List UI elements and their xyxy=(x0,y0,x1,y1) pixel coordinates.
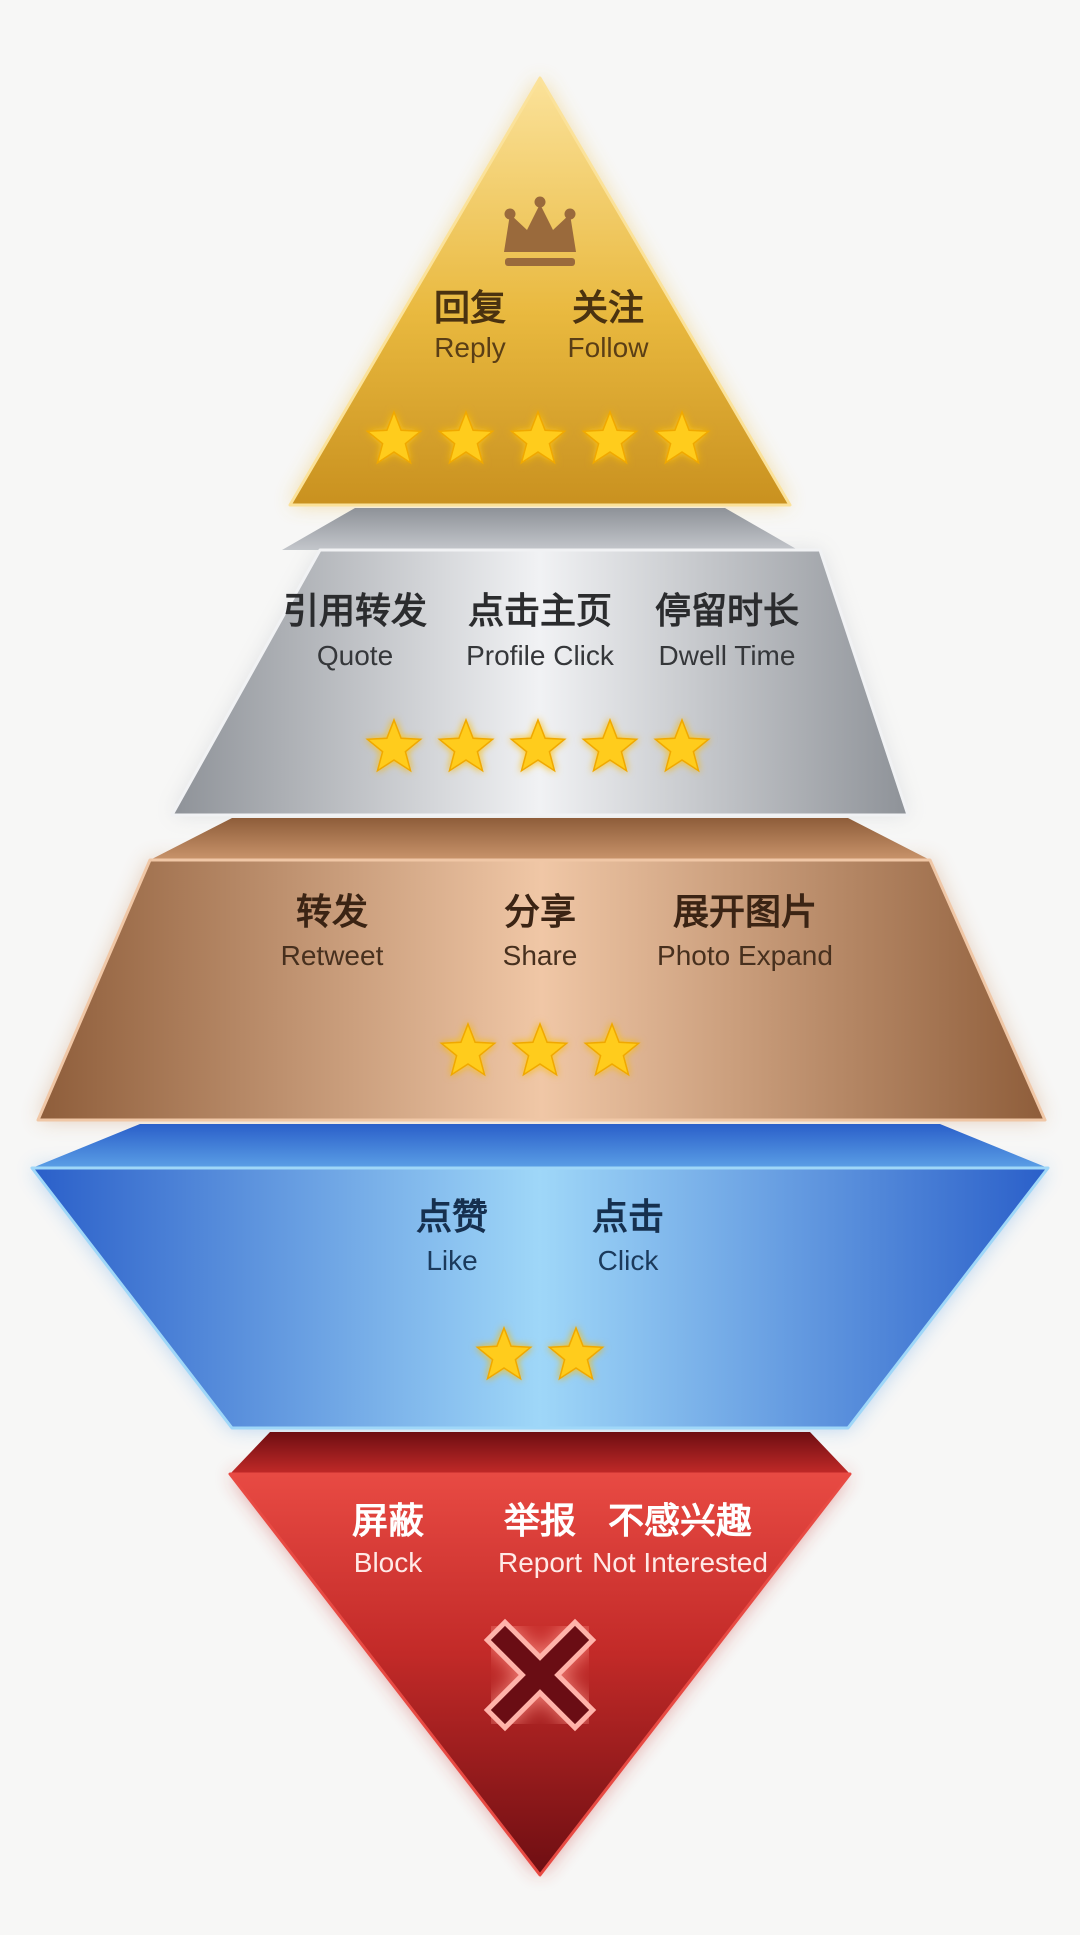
tier-blue-label-en-1: Click xyxy=(598,1245,660,1276)
tier-red-label-zh-0: 屏蔽 xyxy=(352,1501,425,1542)
crown-icon xyxy=(504,196,576,266)
tier-bronze-star-icon xyxy=(583,1021,641,1077)
tier-red-top-face xyxy=(230,1432,850,1474)
tier-blue-front-face xyxy=(30,1166,1050,1430)
cross-icon xyxy=(483,1618,597,1732)
tier-bronze-label-en-0: Retweet xyxy=(281,940,384,971)
tier-blue xyxy=(30,1124,1050,1430)
tier-gold-label-en-1: Follow xyxy=(568,332,650,363)
tier-silver-star-icon xyxy=(437,717,495,773)
tier-silver-star-icon xyxy=(365,717,423,773)
tier-gold-label-en-0: Reply xyxy=(434,332,506,363)
tier-silver-label-en-0: Quote xyxy=(317,640,393,671)
tier-silver-label-zh-1: 点击主页 xyxy=(468,591,612,632)
tier-bronze xyxy=(36,818,1047,1122)
tier-bronze-label-zh-1: 分享 xyxy=(504,892,576,933)
tier-silver-front-face xyxy=(170,548,910,817)
tier-blue-label-zh-1: 点击 xyxy=(592,1197,664,1238)
tier-red-label-en-1: Report xyxy=(498,1547,582,1578)
tier-red xyxy=(228,1432,852,1877)
tier-blue-star-icon xyxy=(547,1325,605,1381)
tier-gold-star-icon xyxy=(509,409,567,465)
tier-red-label-zh-2: 不感兴趣 xyxy=(608,1501,752,1542)
tier-bronze-label-zh-2: 展开图片 xyxy=(673,892,817,933)
tier-gold-front-face xyxy=(288,76,792,507)
tier-bronze-star-icon xyxy=(439,1021,497,1077)
tier-red-label-en-0: Block xyxy=(354,1547,423,1578)
tier-gold-label-zh-0: 回复 xyxy=(434,288,506,329)
tier-gold-star-icon xyxy=(653,409,711,465)
tier-silver-star-icon xyxy=(509,717,567,773)
tier-silver xyxy=(170,508,910,817)
tier-blue-label-en-0: Like xyxy=(426,1245,477,1276)
tier-bronze-top-face xyxy=(150,818,930,860)
tier-bronze-label-en-1: Share xyxy=(503,940,578,971)
tier-blue-top-face xyxy=(32,1124,1048,1168)
tier-silver-star-icon xyxy=(653,717,711,773)
tier-silver-label-zh-2: 停留时长 xyxy=(655,591,799,632)
tier-silver-label-en-1: Profile Click xyxy=(466,640,615,671)
tier-bronze-star-icon xyxy=(511,1021,569,1077)
tier-gold-star-icon xyxy=(365,409,423,465)
tier-gold xyxy=(288,76,792,507)
tier-blue-star-icon xyxy=(475,1325,533,1381)
tier-silver-top-face xyxy=(282,508,798,550)
tier-shapes xyxy=(30,76,1050,1877)
tier-bronze-front-face xyxy=(36,858,1047,1122)
tier-bronze-label-en-2: Photo Expand xyxy=(657,940,833,971)
tier-red-label-zh-1: 举报 xyxy=(503,1501,576,1542)
tier-marks xyxy=(365,196,711,1732)
tier-bronze-label-zh-0: 转发 xyxy=(296,892,368,933)
tier-silver-label-en-2: Dwell Time xyxy=(659,640,796,671)
tier-silver-label-zh-0: 引用转发 xyxy=(283,591,427,632)
tier-gold-label-zh-1: 关注 xyxy=(572,288,644,329)
tier-silver-star-icon xyxy=(581,717,639,773)
tier-gold-star-icon xyxy=(437,409,495,465)
tier-red-label-en-2: Not Interested xyxy=(592,1547,768,1578)
tier-gold-star-icon xyxy=(581,409,639,465)
tier-blue-label-zh-0: 点赞 xyxy=(416,1197,488,1238)
